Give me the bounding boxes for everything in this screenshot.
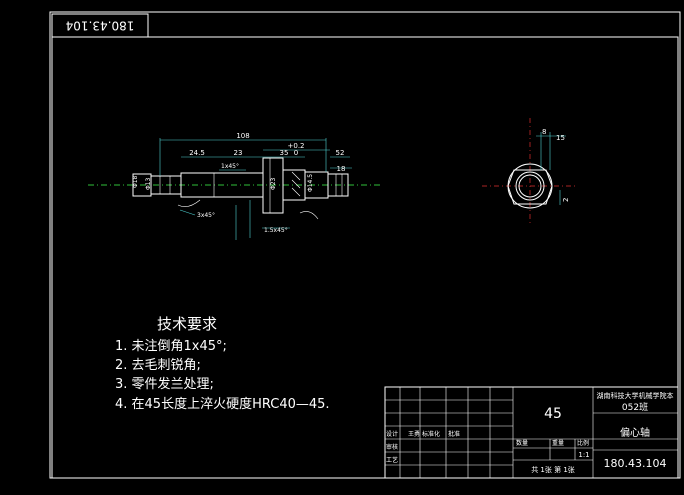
dim-end-length: 52 [336,149,345,157]
material: 45 [544,406,562,422]
role-label-design: 设计 [386,430,398,438]
dim-total-length: 108 [236,132,249,140]
dim-seg-c-sub: 0 [294,149,298,157]
role-label-approve: 批准 [448,430,460,438]
shaft-side-view: 8 15 2 [482,118,575,225]
dim-side-2: 2 [562,198,570,202]
tech-requirement-item: 3. 零件发兰处理; [115,376,214,392]
weight-label: 重量 [552,439,564,447]
inner-frame [51,36,679,479]
tech-requirements-title: 技术要求 [157,315,217,333]
role-label-standard: 标准化 [422,430,440,438]
drawing-number-tag-text: 180.43.104 [66,19,135,33]
dim-seg-b: 23 [234,149,243,157]
dim-seg-a: 24.5 [189,149,205,157]
front-view-dimensions: 108 +0.2 24.5 23 35 0 52 18 1x45° 3x45° … [132,132,352,240]
shaft-front-view [88,157,382,220]
class-name: 052班 [622,401,648,413]
dim-dia-4: Φ14.5 [307,174,314,192]
dim-side-8: 8 [542,128,546,136]
dim-dia-left: Φ18 [132,175,139,188]
dim-dia-3: Φ23 [270,177,277,190]
tech-requirement-item: 4. 在45长度上淬火硬度HRC40—45. [115,396,330,412]
sheet-info: 共 1张 第 1张 [531,465,575,474]
shaft-seg-7 [327,173,349,197]
dim-chamfer-3: 1.5x45° [264,227,288,234]
role-label-review: 审核 [386,443,398,451]
role-label-process: 工艺 [386,456,398,464]
scale-label: 比例 [577,439,589,447]
dim-chamfer-2: 3x45° [197,212,215,219]
side-outer-circle [507,163,553,209]
part-name: 偏心轴 [620,426,650,439]
dim-tolerance: +0.2 [288,142,305,150]
drawing-number-tag: 180.43.104 [51,13,149,38]
side-inner-circle [515,171,545,201]
title-block: 设计 王勇 审核 工艺 标准化 批准 45 数量 重量 比例 1:1 共 1张 … [384,386,679,479]
dim-side-15: 15 [556,134,565,142]
dim-dia-2: Φ13 [145,177,152,190]
tech-requirement-item: 2. 去毛刺锐角; [115,358,201,373]
tech-requirement-item: 1. 未注倒角1x45°; [115,339,227,354]
dim-chamfer-1: 1x45° [221,163,239,170]
drawing-number: 180.43.104 [604,457,667,470]
dim-seg-c: 35 [280,149,289,157]
school-name: 湖南科技大学机械学院本 [597,391,674,400]
scale-value: 1:1 [578,451,589,459]
count-label: 数量 [516,439,528,447]
designer-name: 王勇 [408,430,420,438]
dim-end-length-2: 18 [337,165,346,173]
tech-requirements: 技术要求 1. 未注倒角1x45°; 2. 去毛刺锐角; 3. 零件发兰处理; … [115,315,330,412]
